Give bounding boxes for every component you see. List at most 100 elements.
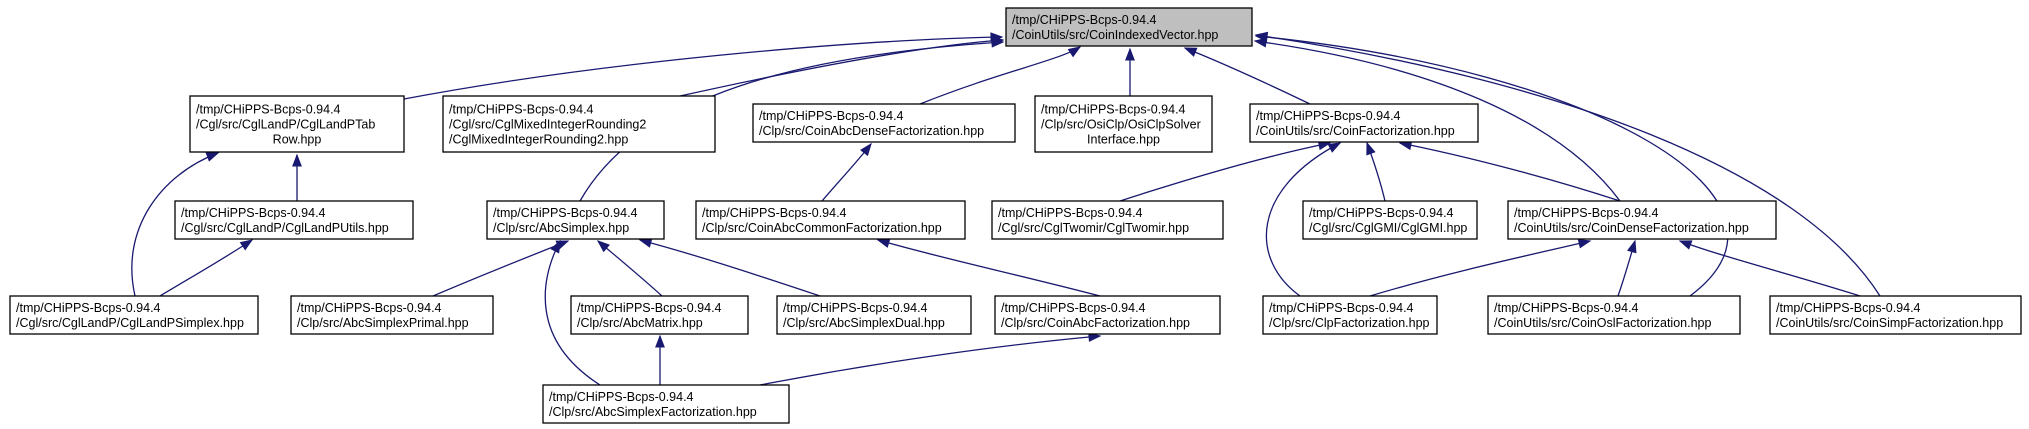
edge-line: [432, 240, 569, 297]
edge-cgllandptabrow-to-root: [403, 32, 1004, 100]
edge-line: [1369, 240, 1591, 297]
node-abcsimplexfact[interactable]: /tmp/CHiPPS-Bcps-0.94.4/Clp/src/AbcSimpl…: [542, 384, 790, 424]
edge-line: [1265, 142, 1341, 297]
edge-line: [1184, 47, 1311, 105]
node-label-line: /Cgl/src/CglLandP/CglLandPSimplex.hpp: [16, 316, 244, 330]
edge-abcsimplexprimal-to-abcsimplex: [432, 240, 570, 297]
node-cglmir[interactable]: /tmp/CHiPPS-Bcps-0.94.4/Cgl/src/CglMixed…: [442, 95, 716, 153]
edge-cgllandputils-to-cgllandptabrow: [292, 153, 302, 201]
edge-line: [1119, 142, 1331, 202]
node-label-line: /CoinUtils/src/CoinIndexedVector.hpp: [1012, 28, 1218, 42]
node-box: [991, 200, 1224, 240]
node-label-line: /tmp/CHiPPS-Bcps-0.94.4: [702, 206, 847, 220]
node-abcmatrix[interactable]: /tmp/CHiPPS-Bcps-0.94.4/Clp/src/AbcMatri…: [570, 295, 749, 335]
node-label-line: /tmp/CHiPPS-Bcps-0.94.4: [759, 109, 904, 123]
node-label-line: /tmp/CHiPPS-Bcps-0.94.4: [998, 206, 1143, 220]
edge-line: [1255, 34, 1881, 297]
node-label-line: /Cgl/src/CglLandP/CglLandPTab: [196, 118, 375, 132]
node-label-line: /Clp/src/AbcSimplexDual.hpp: [783, 316, 945, 330]
edge-arrowhead: [205, 152, 220, 162]
edge-line: [403, 36, 1003, 100]
node-abccommonfact[interactable]: /tmp/CHiPPS-Bcps-0.94.4/Clp/src/CoinAbcC…: [695, 200, 966, 240]
edge-coindensefact-to-coinfact: [1398, 140, 1621, 202]
edge-cgllandpsimplex-to-cgllandputils: [159, 239, 254, 297]
edge-abcsimplexfact-to-coinabcfact: [759, 332, 1102, 386]
node-label-line: /Cgl/src/CglGMI/CglGMI.hpp: [1309, 221, 1467, 235]
node-label-line: /tmp/CHiPPS-Bcps-0.94.4: [1256, 109, 1401, 123]
node-box: [752, 103, 1016, 143]
node-label-line: /tmp/CHiPPS-Bcps-0.94.4: [181, 206, 326, 220]
edge-arrowhead: [1125, 47, 1135, 61]
edge-line: [1255, 35, 1729, 297]
node-cgltwomir[interactable]: /tmp/CHiPPS-Bcps-0.94.4/Cgl/src/CglTwomi…: [991, 200, 1224, 240]
node-label-line: /CoinUtils/src/CoinDenseFactorization.hp…: [1514, 221, 1749, 235]
node-label-line: /tmp/CHiPPS-Bcps-0.94.4: [1012, 13, 1157, 27]
node-label-line: /tmp/CHiPPS-Bcps-0.94.4: [1514, 206, 1659, 220]
node-box: [1769, 295, 2022, 335]
edge-abcsimplexfact-to-abcsimplex: [544, 239, 601, 386]
edge-arrowhead: [1577, 238, 1592, 249]
edge-coinabcfact-to-abccommonfact: [876, 238, 1101, 297]
node-osiclp[interactable]: /tmp/CHiPPS-Bcps-0.94.4/Clp/src/OsiClp/O…: [1034, 95, 1213, 153]
node-root[interactable]: /tmp/CHiPPS-Bcps-0.94.4/CoinUtils/src/Co…: [1005, 7, 1253, 47]
node-label-line: /CglMixedIntegerRounding2.hpp: [449, 133, 628, 147]
edge-clpfact-to-coindensefact: [1369, 238, 1592, 297]
node-cglgmi[interactable]: /tmp/CHiPPS-Bcps-0.94.4/Cgl/src/CglGMI/C…: [1302, 200, 1478, 240]
node-coinsimpfact[interactable]: /tmp/CHiPPS-Bcps-0.94.4/CoinUtils/src/Co…: [1769, 295, 2022, 335]
node-box: [1487, 295, 1741, 335]
node-label-line: /Clp/src/CoinAbcDenseFactorization.hpp: [759, 124, 984, 138]
node-label-line: /tmp/CHiPPS-Bcps-0.94.4: [493, 206, 638, 220]
node-abcsimplexprimal[interactable]: /tmp/CHiPPS-Bcps-0.94.4/Clp/src/AbcSimpl…: [290, 295, 494, 335]
edge-cglgmi-to-coinfact: [1366, 141, 1386, 202]
node-box: [1034, 95, 1213, 153]
node-label-line: /Cgl/src/CglTwomir/CglTwomir.hpp: [998, 221, 1189, 235]
node-label-line: /CoinUtils/src/CoinSimpFactorization.hpp: [1776, 316, 2003, 330]
node-coinabcfact[interactable]: /tmp/CHiPPS-Bcps-0.94.4/Clp/src/CoinAbcF…: [994, 295, 1221, 335]
edge-line: [759, 335, 1101, 386]
node-clpfact[interactable]: /tmp/CHiPPS-Bcps-0.94.4/Clp/src/ClpFacto…: [1262, 295, 1438, 335]
node-label-line: /tmp/CHiPPS-Bcps-0.94.4: [16, 301, 161, 315]
edge-coindensefact-to-root: [1253, 37, 1621, 202]
node-label-line: /tmp/CHiPPS-Bcps-0.94.4: [196, 103, 341, 117]
edge-abcsimplexdual-to-abcsimplex: [638, 238, 821, 297]
edge-arrowhead: [1067, 46, 1082, 58]
edge-line: [877, 239, 1101, 297]
edge-coinsimpfact-to-coindensefact: [1678, 240, 1861, 297]
edge-line: [1399, 142, 1621, 202]
node-label-line: /tmp/CHiPPS-Bcps-0.94.4: [449, 103, 594, 117]
node-label-line: /Clp/src/AbcSimplex.hpp: [493, 221, 629, 235]
edge-abcmatrix-to-abcsimplex: [596, 240, 663, 297]
edge-cgllandpsimplex-to-cgllandptabrow: [131, 152, 220, 297]
edge-clpfact-to-coinfact: [1265, 142, 1342, 297]
edge-line: [679, 39, 1004, 97]
node-abcsimplex[interactable]: /tmp/CHiPPS-Bcps-0.94.4/Clp/src/AbcSimpl…: [486, 200, 665, 240]
edge-arrowhead: [991, 37, 1005, 48]
node-box: [570, 295, 749, 335]
node-label-line: Interface.hpp: [1087, 133, 1160, 147]
edge-arrowhead: [1678, 240, 1693, 250]
edge-line: [131, 152, 219, 297]
edge-coinfact-to-root: [1183, 47, 1311, 105]
node-abcsimplexdual[interactable]: /tmp/CHiPPS-Bcps-0.94.4/Clp/src/AbcSimpl…: [776, 295, 972, 335]
edge-line: [597, 240, 663, 297]
edge-line: [639, 239, 821, 297]
node-cgllandpsimplex[interactable]: /tmp/CHiPPS-Bcps-0.94.4/Cgl/src/CglLandP…: [9, 295, 259, 335]
node-label-line: /tmp/CHiPPS-Bcps-0.94.4: [1494, 301, 1639, 315]
node-coinoslfact[interactable]: /tmp/CHiPPS-Bcps-0.94.4/CoinUtils/src/Co…: [1487, 295, 1741, 335]
edge-arrowhead: [876, 238, 891, 248]
edge-arrowhead: [860, 142, 872, 157]
edge-arrowhead: [1327, 142, 1342, 153]
edge-osiclp-to-root: [1125, 47, 1135, 97]
edge-arrowhead: [1183, 47, 1198, 57]
edge-coinoslfact-to-coindensefact: [1617, 239, 1637, 297]
node-cgllandputils[interactable]: /tmp/CHiPPS-Bcps-0.94.4/Cgl/src/CglLandP…: [174, 200, 414, 240]
node-coindensefact[interactable]: /tmp/CHiPPS-Bcps-0.94.4/CoinUtils/src/Co…: [1507, 200, 1777, 240]
node-label-line: /tmp/CHiPPS-Bcps-0.94.4: [1001, 301, 1146, 315]
node-label-line: /Clp/src/AbcMatrix.hpp: [577, 316, 703, 330]
node-label-line: /Cgl/src/CglMixedIntegerRounding2: [449, 118, 646, 132]
node-abcdensefact[interactable]: /tmp/CHiPPS-Bcps-0.94.4/Clp/src/CoinAbcD…: [752, 103, 1016, 143]
node-coinfact[interactable]: /tmp/CHiPPS-Bcps-0.94.4/CoinUtils/src/Co…: [1249, 103, 1479, 143]
node-box: [486, 200, 665, 240]
edge-coinsimpfact-to-root: [1254, 31, 1881, 297]
node-cgllandptabrow[interactable]: /tmp/CHiPPS-Bcps-0.94.4/Cgl/src/CglLandP…: [189, 95, 405, 153]
